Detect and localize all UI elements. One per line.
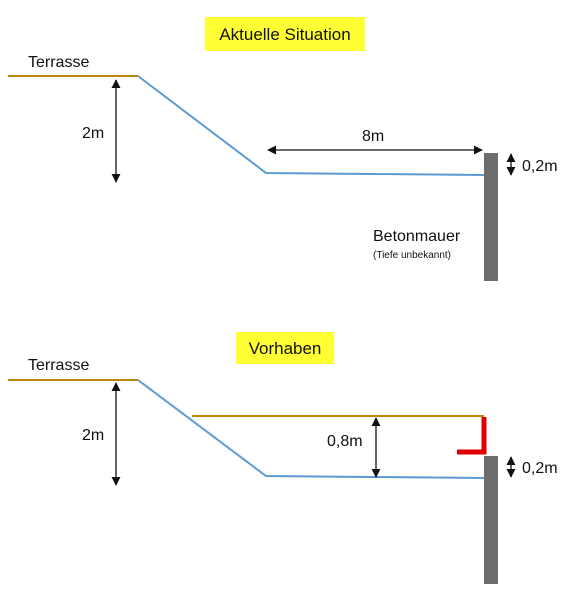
top-title-box: [205, 17, 365, 51]
bottom-section: Vorhaben Terrasse 2m 0,8m 0,2m: [8, 332, 558, 584]
bottom-terrace-label: Terrasse: [28, 357, 89, 374]
bottom-height-label: 2m: [82, 427, 104, 444]
bottom-title: Vorhaben: [249, 339, 322, 358]
top-title: Aktuelle Situation: [219, 25, 350, 44]
wall-sublabel: (Tiefe unbekannt): [373, 250, 451, 261]
bottom-gap-label: 0,2m: [522, 460, 558, 477]
top-width-label: 8m: [362, 128, 384, 145]
top-section: Aktuelle Situation Terrasse 2m 8m 0,2m B…: [8, 17, 558, 281]
top-concrete-wall: [484, 153, 498, 281]
top-slope-line: [137, 75, 485, 176]
top-gap-label: 0,2m: [522, 158, 558, 175]
top-height-label: 2m: [82, 125, 104, 142]
wall-label: Betonmauer: [373, 228, 461, 245]
bottom-title-box: [236, 332, 334, 364]
top-terrace-label: Terrasse: [28, 54, 89, 71]
l-bracket: [457, 417, 487, 455]
bottom-concrete-wall: [484, 456, 498, 584]
bottom-slope-line: [137, 379, 485, 479]
fill-height-label: 0,8m: [327, 433, 363, 450]
